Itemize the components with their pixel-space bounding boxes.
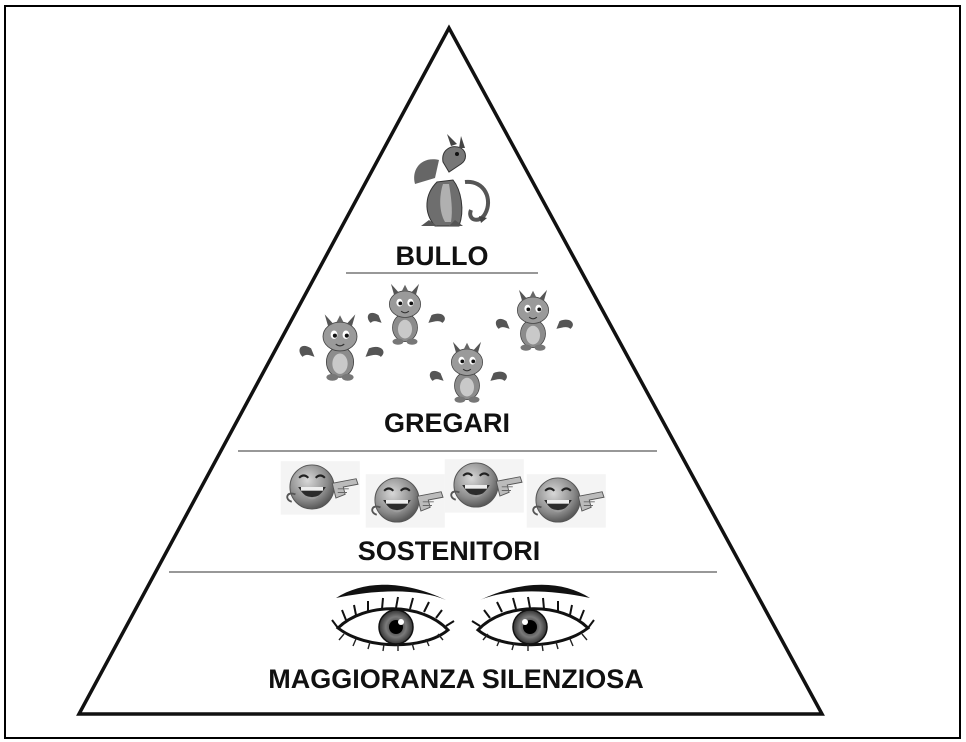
level-bullo: BULLO: [396, 134, 491, 271]
level-label-maggioranza-silenziosa: MAGGIORANZA SILENZIOSA: [268, 664, 644, 694]
laughing-emoji-pointing-icon: [364, 473, 446, 529]
level-gregari: GREGARI: [298, 283, 574, 438]
level-label-sostenitori: SOSTENITORI: [358, 536, 541, 566]
laughing-emoji-pointing-icon: [525, 473, 607, 529]
level-label-gregari: GREGARI: [384, 408, 510, 438]
level-label-bullo: BULLO: [396, 241, 489, 271]
laughing-emoji-pointing-icon: [443, 458, 525, 514]
pyramid-outline: [76, 24, 825, 716]
laughing-emoji-pointing-icon: [279, 460, 361, 516]
level-sostenitori: SOSTENITORI: [279, 458, 607, 566]
level-maggioranza-silenziosa: MAGGIORANZA SILENZIOSA: [268, 583, 644, 694]
dragon-icon: [414, 134, 491, 227]
outer-frame: [4, 5, 961, 739]
